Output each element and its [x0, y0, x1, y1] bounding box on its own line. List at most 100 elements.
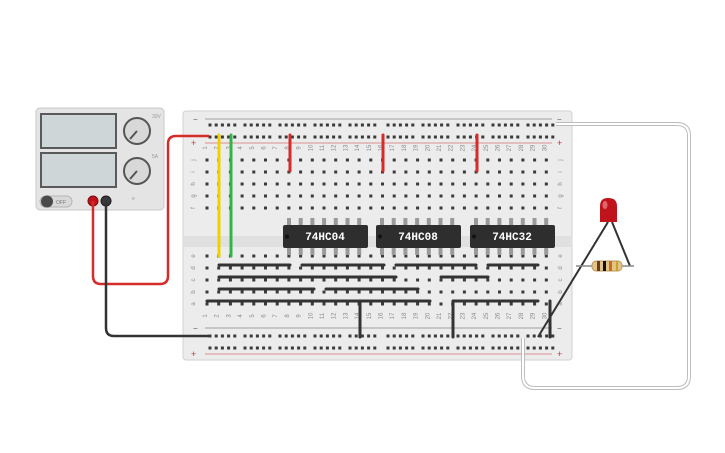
breadboard-hole[interactable]	[404, 158, 408, 162]
breadboard-hole[interactable]	[264, 182, 267, 186]
breadboard-hole[interactable]	[526, 123, 530, 127]
breadboard-hole[interactable]	[233, 346, 237, 350]
breadboard-hole[interactable]	[303, 334, 307, 338]
breadboard-hole[interactable]	[354, 135, 358, 139]
breadboard-hole[interactable]	[319, 334, 323, 338]
breadboard-hole[interactable]	[297, 123, 301, 127]
breadboard-hole[interactable]	[486, 266, 490, 270]
breadboard-hole[interactable]	[264, 158, 267, 162]
breadboard-hole[interactable]	[287, 278, 291, 282]
breadboard-hole[interactable]	[275, 290, 279, 294]
breadboard-hole[interactable]	[310, 170, 314, 174]
breadboard-hole[interactable]	[526, 346, 530, 350]
breadboard-hole[interactable]	[481, 135, 485, 139]
breadboard-hole[interactable]	[433, 346, 437, 350]
breadboard-hole[interactable]	[338, 135, 342, 139]
breadboard-hole[interactable]	[398, 135, 402, 139]
breadboard-hole[interactable]	[509, 302, 513, 306]
breadboard-hole[interactable]	[228, 278, 232, 282]
breadboard-hole[interactable]	[439, 182, 443, 186]
breadboard-hole[interactable]	[404, 278, 408, 282]
breadboard-hole[interactable]	[255, 334, 259, 338]
breadboard-hole[interactable]	[310, 290, 314, 294]
breadboard-hole[interactable]	[498, 158, 501, 162]
breadboard-hole[interactable]	[220, 346, 224, 350]
breadboard-hole[interactable]	[381, 254, 384, 258]
breadboard-hole[interactable]	[491, 334, 495, 338]
breadboard-hole[interactable]	[360, 334, 364, 338]
breadboard-hole[interactable]	[427, 123, 431, 127]
breadboard-hole[interactable]	[439, 158, 443, 162]
breadboard-hole[interactable]	[243, 123, 247, 127]
breadboard-hole[interactable]	[208, 123, 212, 127]
breadboard-hole[interactable]	[275, 278, 279, 282]
breadboard-hole[interactable]	[404, 290, 408, 294]
breadboard-hole[interactable]	[439, 266, 443, 270]
breadboard-hole[interactable]	[249, 346, 253, 350]
breadboard-hole[interactable]	[551, 346, 555, 350]
breadboard-hole[interactable]	[462, 254, 466, 258]
breadboard-hole[interactable]	[313, 135, 317, 139]
breadboard-hole[interactable]	[264, 266, 267, 270]
breadboard-hole[interactable]	[373, 346, 377, 350]
breadboard-hole[interactable]	[440, 135, 444, 139]
breadboard-hole[interactable]	[486, 278, 490, 282]
breadboard-hole[interactable]	[287, 266, 291, 270]
breadboard-hole[interactable]	[268, 346, 272, 350]
breadboard-hole[interactable]	[521, 278, 525, 282]
breadboard-hole[interactable]	[533, 206, 537, 210]
breadboard-hole[interactable]	[310, 278, 314, 282]
breadboard-hole[interactable]	[427, 135, 431, 139]
breadboard-hole[interactable]	[369, 278, 373, 282]
breadboard-hole[interactable]	[275, 254, 279, 258]
breadboard-hole[interactable]	[325, 135, 329, 139]
breadboard-hole[interactable]	[284, 334, 288, 338]
breadboard-hole[interactable]	[252, 302, 256, 306]
breadboard-hole[interactable]	[498, 170, 501, 174]
breadboard-hole[interactable]	[462, 135, 466, 139]
breadboard-hole[interactable]	[486, 290, 490, 294]
breadboard-hole[interactable]	[345, 194, 349, 198]
breadboard-hole[interactable]	[416, 206, 420, 210]
breadboard-hole[interactable]	[252, 278, 256, 282]
breadboard-hole[interactable]	[404, 182, 408, 186]
breadboard-hole[interactable]	[498, 278, 501, 282]
breadboard-hole[interactable]	[509, 182, 513, 186]
breadboard-hole[interactable]	[551, 135, 555, 139]
breadboard-hole[interactable]	[357, 254, 361, 258]
breadboard-hole[interactable]	[439, 254, 443, 258]
breadboard-hole[interactable]	[521, 170, 525, 174]
breadboard-hole[interactable]	[275, 206, 279, 210]
breadboard-hole[interactable]	[451, 194, 455, 198]
breadboard-hole[interactable]	[287, 194, 291, 198]
breadboard-hole[interactable]	[275, 194, 279, 198]
breadboard-hole[interactable]	[386, 123, 390, 127]
breadboard-hole[interactable]	[227, 334, 231, 338]
breadboard-hole[interactable]	[392, 194, 396, 198]
breadboard-hole[interactable]	[217, 278, 221, 282]
breadboard-hole[interactable]	[332, 123, 336, 127]
breadboard-hole[interactable]	[462, 170, 466, 174]
breadboard-hole[interactable]	[264, 206, 267, 210]
breadboard-hole[interactable]	[268, 123, 272, 127]
breadboard-hole[interactable]	[299, 278, 303, 282]
breadboard-hole[interactable]	[404, 170, 408, 174]
breadboard-hole[interactable]	[533, 194, 537, 198]
breadboard-hole[interactable]	[498, 266, 501, 270]
current-knob-icon[interactable]	[123, 157, 151, 185]
breadboard-hole[interactable]	[532, 346, 536, 350]
breadboard-hole[interactable]	[486, 254, 490, 258]
breadboard-hole[interactable]	[416, 182, 420, 186]
breadboard-hole[interactable]	[214, 123, 218, 127]
breadboard-hole[interactable]	[498, 182, 501, 186]
breadboard-hole[interactable]	[252, 170, 256, 174]
breadboard-hole[interactable]	[290, 123, 294, 127]
breadboard-hole[interactable]	[421, 123, 425, 127]
breadboard-hole[interactable]	[503, 123, 507, 127]
breadboard-hole[interactable]	[240, 158, 244, 162]
breadboard-hole[interactable]	[275, 170, 279, 174]
breadboard-hole[interactable]	[440, 123, 444, 127]
breadboard-hole[interactable]	[334, 302, 338, 306]
breadboard-hole[interactable]	[427, 278, 431, 282]
